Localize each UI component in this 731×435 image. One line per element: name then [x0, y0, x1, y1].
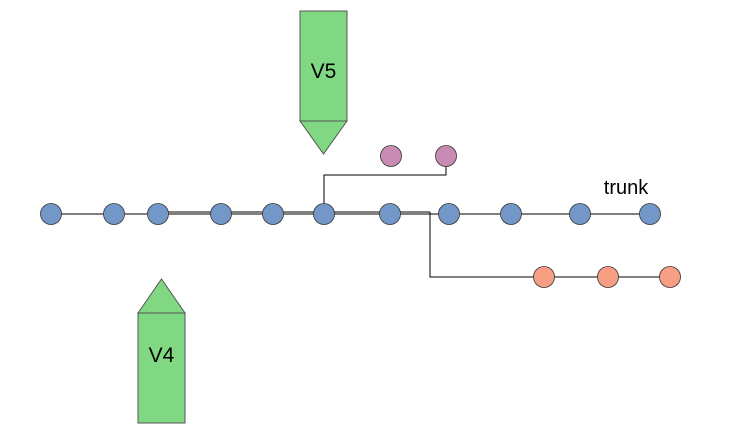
orange-branch-node: [659, 266, 681, 288]
v4-arrow: V4: [137, 278, 186, 424]
trunk-node: [500, 203, 522, 225]
orange-branch-node: [597, 266, 619, 288]
trunk-node: [40, 203, 62, 225]
purple-branch-node: [380, 145, 402, 167]
v4-arrow-body: [137, 312, 186, 424]
v5-arrow-head: [299, 120, 348, 155]
orange-branch-nodes: [533, 266, 681, 288]
trunk-node: [379, 203, 401, 225]
trunk-node: [103, 203, 125, 225]
v5-arrow-body: [299, 10, 348, 122]
trunk-node: [438, 203, 460, 225]
orange-branch-node: [533, 266, 555, 288]
v4-arrow-head: [137, 278, 186, 314]
v5-arrow-label: V5: [311, 60, 337, 83]
trunk-node: [262, 203, 284, 225]
purple-branch-nodes: [380, 145, 457, 167]
v5-arrow: V5: [299, 10, 348, 155]
trunk-nodes: [40, 203, 661, 225]
orange-branch-line: [429, 212, 670, 278]
trunk-node: [313, 203, 335, 225]
v4-arrow-label: V4: [149, 344, 175, 367]
purple-branch-node: [435, 145, 457, 167]
trunk-node: [639, 203, 661, 225]
trunk-node: [210, 203, 232, 225]
trunk-node: [569, 203, 591, 225]
trunk-node: [147, 203, 169, 225]
trunk-label: trunk: [604, 177, 649, 199]
